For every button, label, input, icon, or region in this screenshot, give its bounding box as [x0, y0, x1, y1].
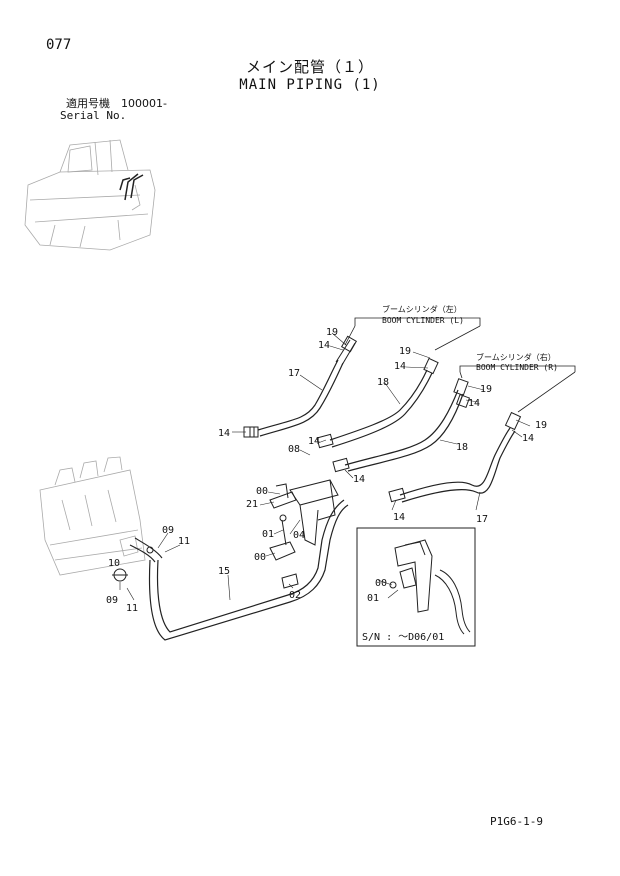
- part-02: [281, 573, 299, 589]
- callout-14: 14: [318, 340, 330, 351]
- boom-cylinder-left-bracket: [344, 317, 481, 351]
- fitting-14-right-far: [504, 411, 522, 431]
- callout-00: 00: [254, 552, 266, 563]
- callout-19: 19: [399, 346, 411, 357]
- boom-cylinder-right-label: BOOM CYLINDER (R): [476, 363, 558, 372]
- callout-21: 21: [246, 499, 258, 510]
- callout-01: 01: [262, 529, 274, 540]
- inset-serial-range: S/N : ～D06/01: [362, 632, 444, 643]
- valve-pipe: [129, 537, 163, 563]
- hose-17-left: [257, 359, 344, 437]
- fitting-14-left-bottom: [243, 426, 259, 438]
- bracket-04: [269, 479, 339, 546]
- pipe-15: [148, 499, 349, 641]
- fitting-14-middle: [332, 457, 350, 473]
- boom-cylinder-left-jp: ブームシリンダ（左）: [382, 304, 462, 314]
- hose-17-right: [399, 427, 516, 503]
- fitting-14-left-top: [335, 335, 358, 366]
- machine-overview-illustration: [24, 139, 156, 251]
- clamp-10: [112, 546, 154, 582]
- callout-18: 18: [456, 442, 468, 453]
- hose-18-right: [344, 389, 464, 472]
- callout-19: 19: [326, 327, 338, 338]
- callout-15: 15: [218, 566, 230, 577]
- leader-lines: [119, 332, 531, 601]
- hose-18-left: [329, 369, 433, 448]
- callout-14: 14: [218, 428, 230, 439]
- serial-label-japanese: 適用号機 100001-: [66, 97, 167, 110]
- callout-labels: 19 14 17 19 14 18 19 14 18 19 14 17 14 0…: [106, 327, 547, 614]
- callout-10: 10: [108, 558, 120, 569]
- callout-00: 00: [256, 486, 268, 497]
- boom-cylinder-labels: ブームシリンダ（左） BOOM CYLINDER (L) ブームシリンダ（右） …: [382, 304, 558, 372]
- boom-cylinder-right-jp: ブームシリンダ（右）: [476, 352, 556, 362]
- boom-cylinder-left-label: BOOM CYLINDER (L): [382, 316, 464, 325]
- page-number: 077: [46, 37, 72, 53]
- footer-code: P1G6-1-9: [490, 815, 543, 828]
- callout-09: 09: [106, 595, 118, 606]
- fitting-14-right-top: [453, 378, 471, 409]
- callout-14: 14: [393, 512, 405, 523]
- callout-09: 09: [162, 525, 174, 536]
- callout-17: 17: [288, 368, 300, 379]
- callout-19: 19: [535, 420, 547, 431]
- callout-14: 14: [522, 433, 534, 444]
- fitting-14-right-bottom: [388, 487, 406, 503]
- clamp-00: [269, 514, 296, 561]
- callout-00: 00: [375, 578, 387, 589]
- boom-cylinder-right-bracket: [459, 365, 576, 413]
- callout-17: 17: [476, 514, 488, 525]
- inset-detail: 00 01 S/N : ～D06/01: [356, 527, 476, 647]
- callout-14: 14: [468, 398, 480, 409]
- fitting-14-top-18: [423, 357, 439, 375]
- page-title-japanese: メイン配管（１）: [245, 58, 374, 76]
- callout-19: 19: [480, 384, 492, 395]
- callout-01: 01: [367, 593, 379, 604]
- callout-11: 11: [178, 536, 190, 547]
- callout-14: 14: [394, 361, 406, 372]
- callout-04: 04: [293, 530, 305, 541]
- callout-08: 08: [288, 444, 300, 455]
- callout-14: 14: [353, 474, 365, 485]
- callout-14: 14: [308, 436, 320, 447]
- callout-18: 18: [377, 377, 389, 388]
- highlight-hoses-thumbnail: [119, 173, 144, 201]
- serial-label: Serial No.: [60, 109, 127, 122]
- page-title: MAIN PIPING (1): [239, 77, 381, 93]
- callout-11: 11: [126, 603, 138, 614]
- control-valve-illustration: [39, 456, 146, 576]
- callout-02: 02: [289, 590, 301, 601]
